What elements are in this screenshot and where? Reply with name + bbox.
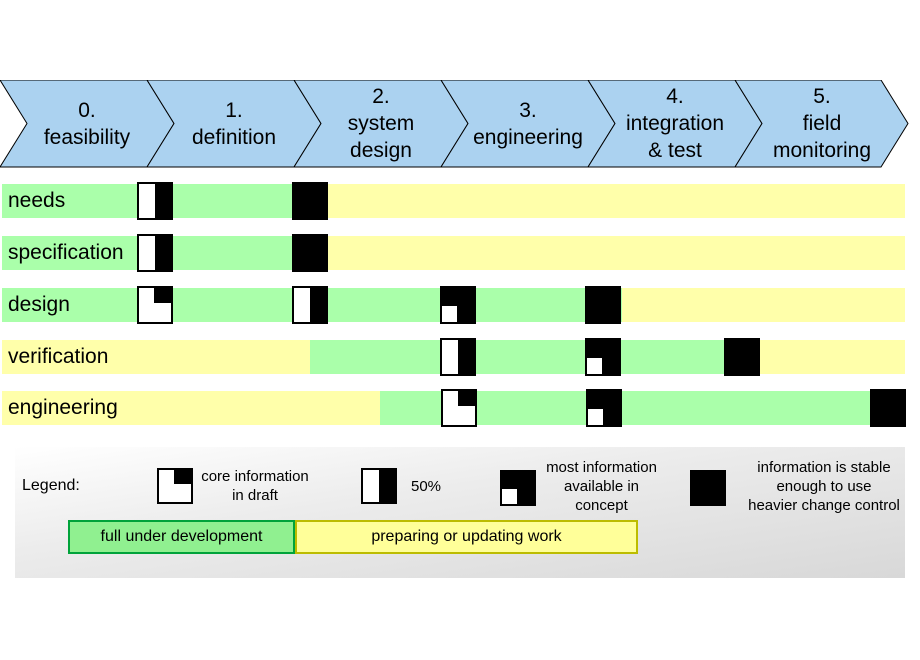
status-marker-full xyxy=(292,182,328,220)
bar-segment-yellow xyxy=(328,184,905,218)
row-design: design xyxy=(0,286,920,324)
legend-marker-quadrant xyxy=(502,488,518,504)
phase-label: 5. field monitoring xyxy=(772,85,872,162)
legend-bar-yellow-label: preparing or updating work xyxy=(371,528,562,545)
legend-bar-green: full under development xyxy=(68,520,295,554)
status-marker-quadrant xyxy=(458,391,475,406)
row-label: verification xyxy=(8,345,109,368)
row-verification: verification xyxy=(0,338,920,376)
status-marker-half xyxy=(440,338,476,376)
phase-label: 2. system design xyxy=(347,85,415,162)
legend-item-label: most information available in concept xyxy=(546,458,657,514)
status-marker-full xyxy=(724,338,760,376)
bar-segment-green xyxy=(310,340,760,374)
legend-marker-half xyxy=(361,468,397,504)
legend-item-label: information is stable enough to use heav… xyxy=(748,458,900,514)
row-engineering: engineering xyxy=(0,389,920,427)
phase-label: 1. definition xyxy=(191,98,277,149)
legend-marker-concept xyxy=(500,470,536,506)
row-label: design xyxy=(8,293,70,316)
status-marker-draft xyxy=(137,286,173,324)
status-marker-half xyxy=(137,234,173,272)
status-marker-concept xyxy=(440,286,476,324)
legend-title: Legend: xyxy=(22,477,80,494)
bar-segment-yellow xyxy=(2,391,380,425)
row-needs: needs xyxy=(0,182,920,220)
status-marker-full xyxy=(292,234,328,272)
phase-label: 3. engineering xyxy=(473,98,583,149)
status-marker-concept xyxy=(586,389,622,427)
status-marker-full xyxy=(585,286,621,324)
status-marker-quadrant xyxy=(458,340,474,374)
status-marker-quadrant xyxy=(442,306,458,322)
bar-segment-yellow xyxy=(2,340,310,374)
legend-marker-full xyxy=(690,470,726,506)
bar-segment-yellow xyxy=(622,288,905,322)
legend-bar-green-label: full under development xyxy=(100,528,263,545)
legend-item-label: core information in draft xyxy=(201,468,309,504)
status-marker-draft xyxy=(441,389,477,427)
status-marker-quadrant xyxy=(155,184,171,218)
bar-segment-yellow xyxy=(760,340,905,374)
row-label: specification xyxy=(8,241,124,264)
row-specification: specification xyxy=(0,234,920,272)
legend-bar-yellow: preparing or updating work xyxy=(295,520,638,554)
status-marker-quadrant xyxy=(154,288,171,303)
status-marker-half xyxy=(292,286,328,324)
status-marker-quadrant xyxy=(588,409,604,425)
legend-marker-quadrant xyxy=(379,470,395,502)
status-marker-concept xyxy=(585,338,621,376)
status-marker-quadrant xyxy=(155,236,171,270)
row-label: engineering xyxy=(8,396,118,419)
legend-item-label: 50% xyxy=(410,477,442,495)
status-marker-quadrant xyxy=(310,288,326,322)
status-marker-quadrant xyxy=(587,358,603,374)
status-marker-half xyxy=(137,182,173,220)
phase-chevron xyxy=(734,80,909,168)
phase-label: 4. integration & test xyxy=(625,85,725,162)
bar-segment-yellow xyxy=(328,236,905,270)
legend-marker-draft xyxy=(157,468,193,504)
phase-label: 0. feasibility xyxy=(43,98,131,149)
status-marker-full xyxy=(870,389,906,427)
row-label: needs xyxy=(8,189,66,212)
legend-marker-quadrant xyxy=(174,470,191,485)
phase-chevron-band xyxy=(0,80,909,168)
